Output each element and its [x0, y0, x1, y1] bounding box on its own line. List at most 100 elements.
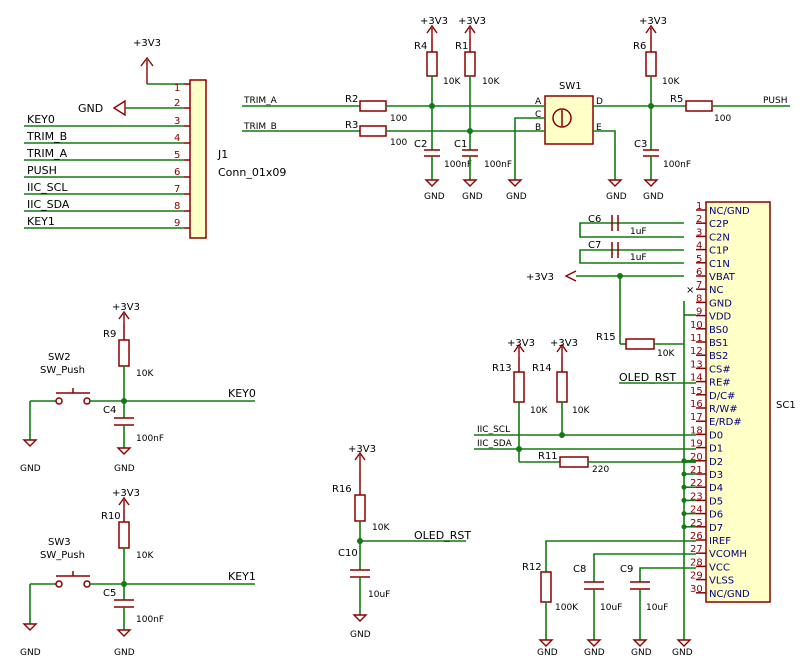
ground-symbols: [22, 179, 692, 647]
c4-gnd-label: GND: [114, 464, 135, 474]
r12-ref: R12: [522, 562, 542, 573]
r1-ref: R1: [455, 41, 468, 52]
j1-pin-3: 3: [174, 116, 180, 127]
resistor-r12: [540, 571, 552, 603]
ground-icon: [507, 179, 523, 187]
sc1-pin-number: 12: [690, 346, 703, 357]
r15-value: 10K: [657, 349, 675, 359]
resistor-r4: [426, 51, 438, 77]
c6-value: 1uF: [630, 227, 647, 237]
c7-ref: C7: [588, 240, 601, 251]
sc1-pin-name: D5: [709, 496, 723, 507]
net-label-push: PUSH: [763, 96, 788, 106]
r13-ref: R13: [492, 363, 512, 374]
sc1-pin-name: E/RD#: [709, 417, 742, 428]
sw1-ref: SW1: [559, 81, 582, 92]
r10-ref: R10: [101, 511, 121, 522]
sc1-pin-number: 9: [696, 307, 702, 318]
ground-icon: [116, 629, 132, 637]
net-label-trim-a: TRIM_A: [243, 96, 278, 106]
r4-value: 10K: [443, 77, 461, 87]
r15-ref: R15: [596, 332, 616, 343]
oled-reset-section: +3V3 R16 10K OLED_RST C10 10uF GND: [332, 444, 471, 640]
r16-supply-label: +3V3: [348, 444, 376, 455]
sc1-pin-number: 1: [696, 201, 702, 212]
sc1-pin-number: 21: [690, 465, 703, 476]
sw1-pin-b: B: [535, 123, 541, 133]
sc1-pin-number: 30: [690, 584, 703, 595]
r11-ref: R11: [538, 451, 558, 462]
sc1-pin-name: NC/GND: [709, 589, 750, 600]
sc1-pin-number: 22: [690, 478, 703, 489]
sc1-pin-number: 23: [690, 491, 703, 502]
net-label-oled-rst-rc: OLED_RST: [414, 529, 471, 542]
r9-supply-label: +3V3: [112, 302, 140, 313]
sc1-pin-name: VDD: [709, 312, 732, 323]
ground-icon: [538, 639, 554, 647]
c2-gnd-label: GND: [424, 192, 445, 202]
ground-icon: [116, 447, 132, 455]
sc1-pin-number: 8: [696, 293, 702, 304]
sc1-pin-number: 24: [690, 505, 703, 516]
sc1-pin-name: BS1: [709, 338, 728, 349]
sc1-pin-number: 16: [690, 399, 703, 410]
r14-value: 10K: [572, 406, 590, 416]
sc1-pin-number: 14: [690, 373, 703, 384]
sc1-pin-name: NC: [709, 285, 723, 296]
ground-icon: [676, 639, 692, 647]
r9-value: 10K: [136, 369, 154, 379]
sw1-pin-c: C: [535, 110, 541, 120]
r4-ref: R4: [414, 41, 427, 52]
sc1-pin-number: 18: [690, 425, 703, 436]
r16-ref: R16: [332, 484, 352, 495]
r9-ref: R9: [103, 329, 116, 340]
resistor-r2: [359, 100, 387, 112]
sc1-pin-name: CS#: [709, 364, 731, 375]
resistor-r14: [556, 371, 568, 403]
c10-value: 10uF: [368, 590, 390, 600]
net-label-oled-rst-sc1: OLED_RST: [619, 371, 676, 384]
ground-icon: [586, 639, 602, 647]
sc1-pin-name: D1: [709, 444, 723, 455]
sc1-pin-name: GND: [709, 298, 732, 309]
sc1-pin-number: 5: [696, 254, 702, 265]
r5-value: 100: [714, 114, 731, 124]
sc1-pin-name: C1P: [709, 246, 728, 257]
r12-gnd-label: GND: [537, 648, 558, 658]
resistor-r1: [464, 51, 476, 77]
resistor-r3: [359, 125, 387, 137]
c8-value: 10uF: [600, 603, 622, 613]
sw1-e-gnd-label: GND: [606, 192, 627, 202]
r3-value: 100: [390, 138, 407, 148]
r10-supply-label: +3V3: [112, 488, 140, 499]
j1-pin-4: 4: [174, 133, 180, 144]
sc1-pin-name: D6: [709, 510, 723, 521]
r11-value: 220: [592, 465, 609, 475]
c5-value: 100nF: [136, 615, 164, 625]
encoder-section: TRIM_A R2 100 TRIM_B R3 100 +3V3 R4 10K …: [242, 16, 790, 202]
sc1-pin-number: 25: [690, 518, 703, 529]
c4-value: 100nF: [136, 434, 164, 444]
j1-net-iic-sda: IIC_SDA: [27, 198, 70, 211]
net-label-iic-sda: IIC_SDA: [477, 439, 513, 449]
sc1-pin-number: 15: [690, 386, 703, 397]
sc1-pin-name: R/W#: [709, 404, 738, 415]
r13-value: 10K: [530, 406, 548, 416]
sw2-value: SW_Push: [40, 365, 85, 376]
sc1-pin-name: D/C#: [709, 391, 735, 402]
sw3-gnd-label: GND: [20, 648, 41, 658]
sc1-ref: SC1: [776, 400, 796, 411]
sc1-pin-number: 10: [690, 320, 703, 331]
j1-pin-8: 8: [174, 201, 180, 212]
sc1-pin-name: D0: [709, 430, 723, 441]
j1-pin-1: 1: [174, 83, 180, 94]
r1-value: 10K: [482, 77, 500, 87]
sc1-pin-name: D3: [709, 470, 723, 481]
ground-icon: [352, 614, 368, 622]
sc1-pin-name: IREF: [709, 536, 731, 547]
c1-value: 100nF: [484, 160, 512, 170]
sc1-pin-name: RE#: [709, 378, 731, 389]
sc1-pin-number: 27: [690, 544, 703, 555]
c1-ref: C1: [454, 139, 467, 150]
